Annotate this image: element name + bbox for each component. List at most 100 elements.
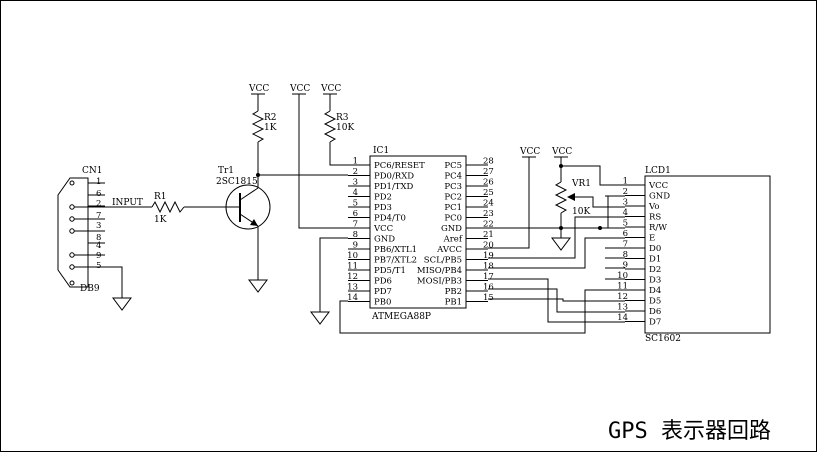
r1-resistor <box>151 200 185 214</box>
svg-text:4: 4 <box>96 241 101 251</box>
ic1-right-pin-name: PC3 <box>444 182 462 192</box>
lcd1-pin-number: 1 <box>623 177 628 187</box>
ic1-left-pin-name: PB0 <box>374 298 391 308</box>
ic1-left-pin-number: 6 <box>353 209 358 219</box>
ic1-right-pin-name: PC0 <box>444 214 462 224</box>
lcd1-pin-name: D5 <box>649 297 661 307</box>
lcd1-pin-name: E <box>649 234 655 244</box>
lcd1-pin-number: 7 <box>623 240 628 250</box>
lcd1-pin-number: 5 <box>623 219 628 229</box>
lcd1-pin-number: 4 <box>623 208 628 218</box>
lcd1-pin-number: 12 <box>617 292 628 302</box>
ic1-right-pin-name: Aref <box>443 235 463 245</box>
lcd1-pin-number: 11 <box>617 282 628 292</box>
lcd1-pin-name: D2 <box>649 265 661 275</box>
rs-wire <box>488 216 625 259</box>
db9-ground-symbol <box>112 297 132 311</box>
lcd1-body <box>644 175 771 334</box>
vr1-value: 10K <box>572 207 590 217</box>
ic1-part: ATMEGA88P <box>371 312 431 322</box>
svg-text:2: 2 <box>96 199 101 209</box>
ic1-right-pin-number: 15 <box>483 293 494 303</box>
vcc-r2-label: VCC <box>248 84 269 94</box>
ic1-right-pin-number: 24 <box>483 199 494 209</box>
tr1-ground-symbol <box>248 279 268 293</box>
ic1-ref: IC1 <box>373 146 389 156</box>
input-label: INPUT <box>112 198 143 208</box>
svg-text:3: 3 <box>96 221 101 231</box>
db9-pin-numbers: 1 6 2 7 3 8 4 9 5 <box>96 177 101 271</box>
lcd1-pin-number: 8 <box>623 250 628 260</box>
lcd1-pin-number: 3 <box>623 198 628 208</box>
vr1-ground-symbol <box>551 237 571 251</box>
d7-wire <box>488 278 625 323</box>
lcd1-pin-name: GND <box>649 192 670 202</box>
tr1-part: 2SC1815 <box>216 177 258 187</box>
ic1-right-pin-number: 25 <box>483 188 494 198</box>
vcc-to-avcc-wire <box>488 157 530 249</box>
lcd1-ref: LCD1 <box>645 166 671 176</box>
ic1-left-pin-number: 4 <box>353 188 358 198</box>
lcd1-pin-name: VCC <box>648 181 668 191</box>
ic-gnd-wire <box>319 237 348 312</box>
ic1-left-pin-name: GND <box>374 235 395 245</box>
ic1-right-pin-name: PB2 <box>445 287 462 297</box>
ic1-right-pin-name: MOSI/PB3 <box>417 277 462 287</box>
db9-gnd-wire <box>105 266 123 298</box>
lcd1-pin-name: D1 <box>649 255 661 265</box>
ic1-right-pin-name: PC1 <box>444 203 462 213</box>
ic-ground-symbol <box>310 311 330 325</box>
ic1-left-pin-number: 7 <box>353 220 358 230</box>
ic1-right-pin-name: AVCC <box>436 245 462 255</box>
ic1-right-pin-number: 17 <box>483 272 494 282</box>
db9-label: DB9 <box>80 284 100 294</box>
ic1-right-pin-number: 27 <box>483 167 494 177</box>
svg-text:6: 6 <box>96 189 101 199</box>
ic1-right-pin-name: SCL/PB5 <box>424 256 462 266</box>
vr1-potentiometer <box>554 181 568 214</box>
vr1-wiper-arrow <box>567 193 575 201</box>
r2-value: 1K <box>264 123 277 133</box>
ic1-left-pin-number: 13 <box>347 283 358 293</box>
r2-resistor <box>251 110 265 143</box>
vcc-to-pin7-wire <box>298 94 348 229</box>
ic1-left-pin-number: 2 <box>353 167 358 177</box>
ic1-right-pin-24: 24 PC1 <box>444 199 493 214</box>
ic1-left-pin-name: PD2 <box>374 193 392 203</box>
ic1-right-pins: 28PC527PC426PC325PC224PC123PC022GND21Are… <box>417 157 494 308</box>
vcc-r3-label: VCC <box>320 84 341 94</box>
vcc-to-lcd-vcc-wire <box>561 165 625 186</box>
ic1-right-pin-name: PC5 <box>444 161 462 171</box>
lcd1-pin-number: 10 <box>617 271 628 281</box>
ic1-right-pin-name: PC2 <box>444 193 462 203</box>
svg-text:5: 5 <box>96 261 101 271</box>
tr1-transistor <box>225 176 271 280</box>
ic1-left-pin-number: 8 <box>353 230 358 240</box>
lcd1-pin-number: 2 <box>623 187 628 197</box>
ic1-left-pin-name: PD4/T0 <box>374 214 406 224</box>
ic1-right-pin-number: 19 <box>483 251 494 261</box>
svg-text:1: 1 <box>96 177 101 187</box>
lcd1-pin-number: 6 <box>623 229 628 239</box>
lcd1-pin-name: Vo <box>648 202 659 212</box>
